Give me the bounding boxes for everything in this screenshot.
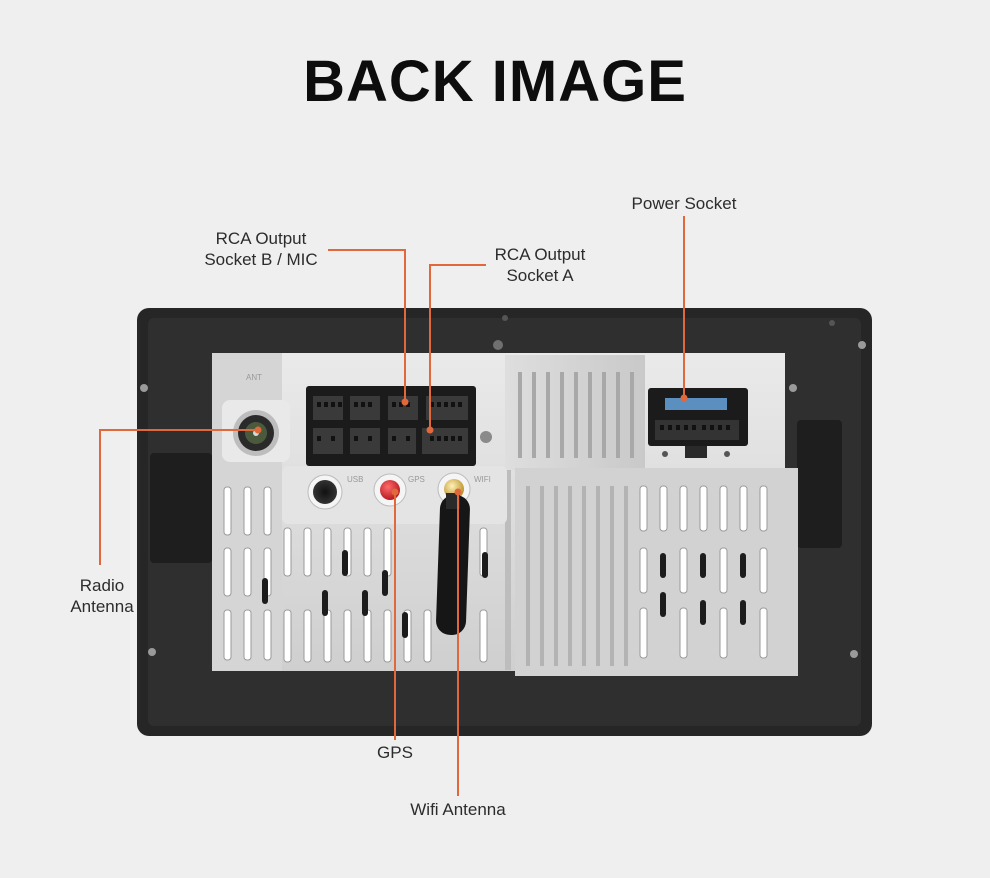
screw-icon	[724, 451, 730, 457]
label-radio-antenna: Radio Antenna	[58, 575, 146, 617]
screw-icon	[493, 340, 503, 350]
screw-icon	[502, 315, 508, 321]
label-rca-a-line1: RCA Output	[494, 245, 586, 264]
screw-icon	[148, 648, 156, 656]
rca-connector-block	[306, 386, 492, 466]
label-gps: GPS	[377, 743, 413, 762]
usb-port	[313, 480, 337, 504]
wifi-mark: WIFI	[474, 475, 491, 484]
screw-icon	[662, 451, 668, 457]
screw-icon	[858, 341, 866, 349]
leader-dot	[391, 488, 399, 496]
label-wifi-antenna: Wifi Antenna	[410, 800, 506, 819]
label-rca-output-b: RCA Output Socket B / MIC	[193, 228, 329, 270]
screw-icon	[789, 384, 797, 392]
label-rca-output-a: RCA Output Socket A	[482, 244, 598, 286]
leader-radio-antenna	[99, 429, 258, 565]
label-rca-b-line2: Socket B / MIC	[204, 250, 318, 269]
leader-dot	[454, 488, 462, 496]
screw-icon	[850, 650, 858, 658]
page-title: BACK IMAGE	[303, 49, 687, 114]
label-radio-line1: Radio	[79, 576, 125, 595]
leader-rca-b	[328, 249, 406, 402]
label-radio-line2: Antenna	[70, 597, 134, 616]
leader-dot	[426, 426, 434, 434]
leader-dot	[680, 394, 688, 402]
leader-dot	[401, 398, 409, 406]
label-rca-b-line1: RCA Output	[215, 229, 307, 248]
leader-lines	[99, 216, 685, 796]
usb-mark: USB	[347, 475, 363, 484]
label-power-socket: Power Socket	[631, 194, 737, 213]
leader-dot	[254, 426, 262, 434]
screw-icon	[480, 431, 492, 443]
wifi-antenna-stick	[436, 493, 470, 636]
power-socket	[648, 388, 748, 458]
label-rca-a-line2: Socket A	[506, 266, 574, 285]
radio-antenna-socket: ANT	[222, 373, 290, 462]
screw-icon	[829, 320, 835, 326]
ant-mark: ANT	[246, 373, 262, 382]
leader-rca-a	[429, 264, 486, 430]
screw-icon	[140, 384, 148, 392]
gps-mark: GPS	[408, 475, 425, 484]
